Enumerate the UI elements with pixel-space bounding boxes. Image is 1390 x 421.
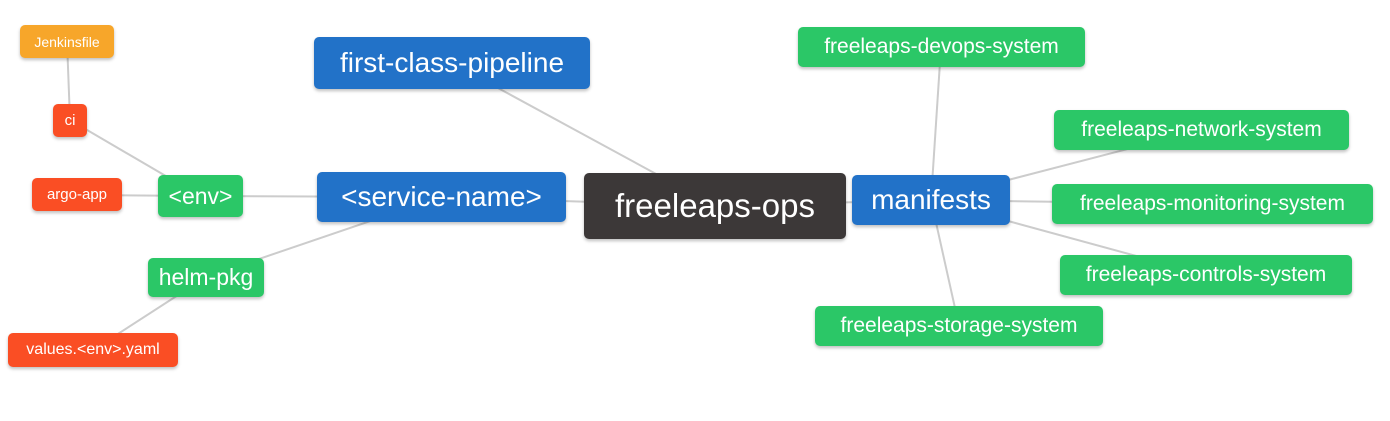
node-env[interactable]: <env> [158, 175, 243, 217]
node-helm-pkg[interactable]: helm-pkg [148, 258, 264, 297]
node-freeleaps-storage-system[interactable]: freeleaps-storage-system [815, 306, 1103, 346]
node-freeleaps-ops[interactable]: freeleaps-ops [584, 173, 846, 239]
node-freeleaps-monitoring-system[interactable]: freeleaps-monitoring-system [1052, 184, 1373, 224]
edge-manifests-devops [930, 46, 942, 201]
node-freeleaps-controls-system[interactable]: freeleaps-controls-system [1060, 255, 1352, 295]
node-jenkinsfile[interactable]: Jenkinsfile [20, 25, 114, 58]
node-ci[interactable]: ci [53, 104, 87, 137]
node-manifests[interactable]: manifests [852, 175, 1010, 225]
node-values-env-yaml[interactable]: values.<env>.yaml [8, 333, 178, 367]
node-freeleaps-network-system[interactable]: freeleaps-network-system [1054, 110, 1349, 150]
node-first-class-pipeline[interactable]: first-class-pipeline [314, 37, 590, 89]
node-argo-app[interactable]: argo-app [32, 178, 122, 211]
node-freeleaps-devops-system[interactable]: freeleaps-devops-system [798, 27, 1085, 67]
node-service-name[interactable]: <service-name> [317, 172, 566, 222]
